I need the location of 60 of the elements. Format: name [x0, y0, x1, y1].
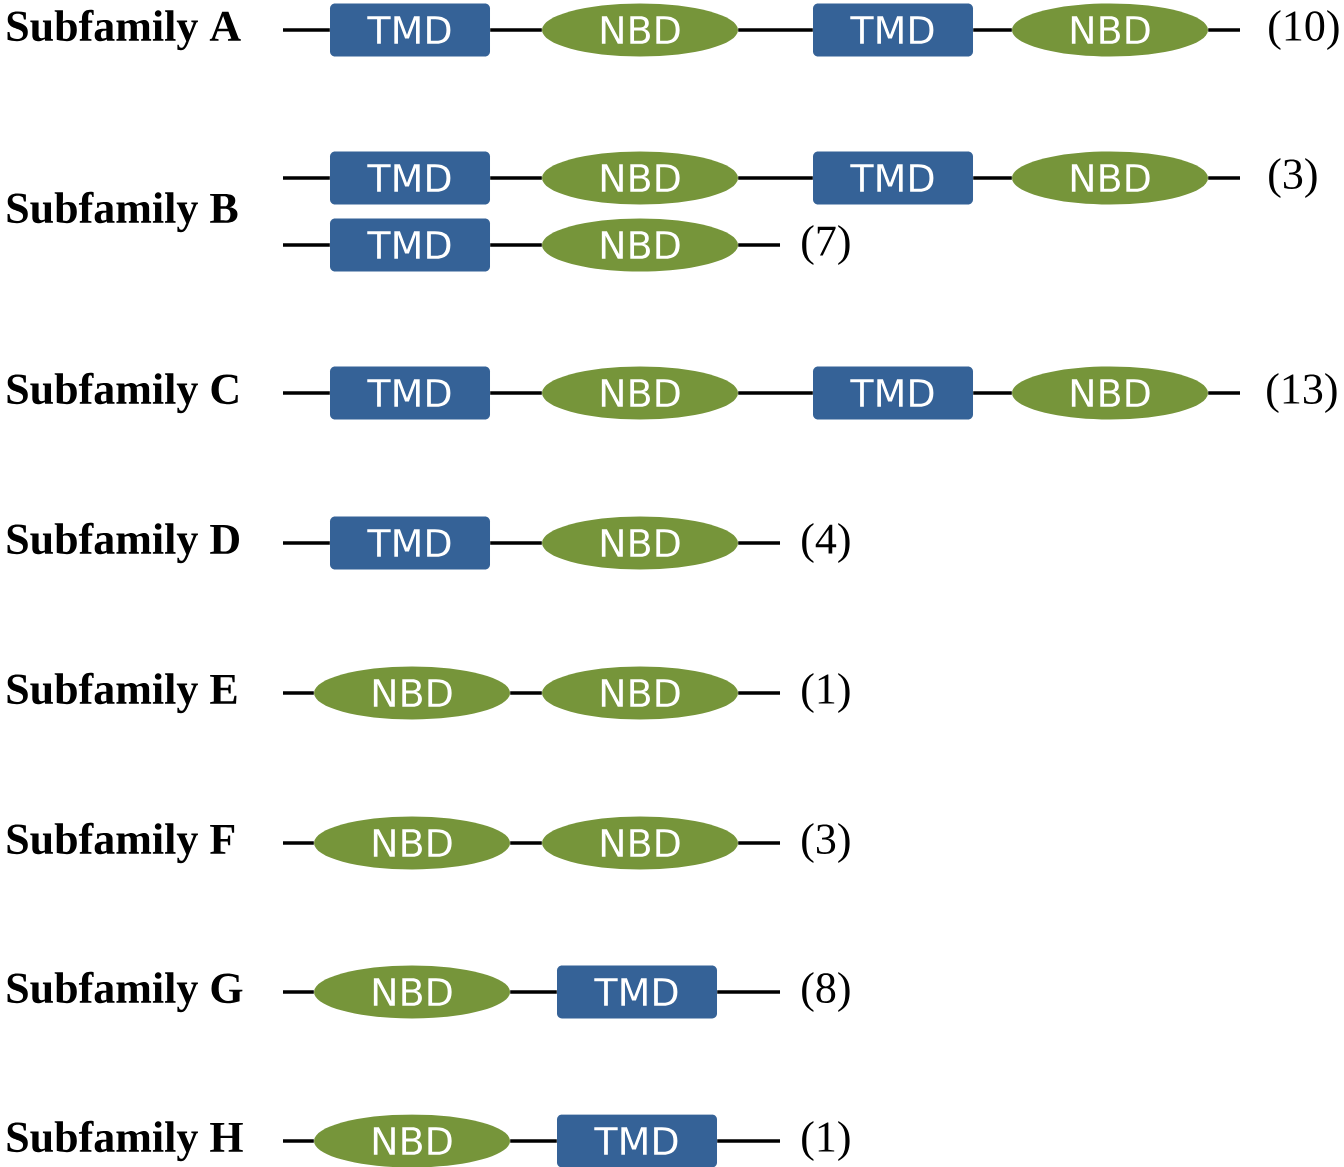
- count-label: (8): [802, 972, 850, 1012]
- connector-line: [510, 841, 542, 845]
- connector-line: [490, 391, 542, 395]
- count-label: (1): [802, 1121, 850, 1161]
- subfamily-label: Subfamily G: [7, 971, 243, 1013]
- connector-line: [283, 243, 330, 247]
- domain-box: TMD: [557, 965, 717, 1019]
- subfamily-label: Subfamily E: [7, 672, 237, 714]
- domain-box: TMD: [330, 151, 490, 205]
- count-label: (10): [1269, 10, 1339, 50]
- connector-line: [510, 691, 542, 695]
- connector-line: [490, 176, 542, 180]
- connector-line: [490, 243, 542, 247]
- count-label: (3): [1269, 158, 1317, 198]
- connector-line: [283, 1139, 314, 1143]
- connector-line: [717, 990, 780, 994]
- connector-line: [717, 1139, 780, 1143]
- connector-line: [283, 541, 330, 545]
- count-label: (4): [802, 523, 850, 563]
- domain-box: TMD: [330, 516, 490, 570]
- connector-line: [1208, 176, 1240, 180]
- subfamily-label: Subfamily B: [7, 191, 238, 233]
- connector-line: [973, 391, 1012, 395]
- domain-box: TMD: [330, 3, 490, 57]
- connector-line: [283, 990, 314, 994]
- connector-line: [490, 28, 542, 32]
- connector-line: [283, 841, 314, 845]
- connector-line: [738, 243, 780, 247]
- connector-line: [1208, 391, 1240, 395]
- connector-line: [510, 990, 557, 994]
- connector-line: [738, 176, 813, 180]
- connector-line: [510, 1139, 557, 1143]
- connector-line: [738, 841, 780, 845]
- subfamily-label: Subfamily F: [7, 822, 235, 864]
- domain-box: TMD: [557, 1114, 717, 1167]
- connector-line: [1208, 28, 1240, 32]
- count-label: (13): [1267, 373, 1337, 413]
- count-label: (7): [802, 225, 850, 265]
- domain-box: TMD: [813, 3, 973, 57]
- connector-line: [283, 391, 330, 395]
- subfamily-label: Subfamily A: [7, 9, 241, 51]
- connector-line: [973, 176, 1012, 180]
- connector-line: [738, 541, 780, 545]
- domain-box: TMD: [813, 151, 973, 205]
- count-label: (3): [802, 823, 850, 863]
- connector-line: [738, 391, 813, 395]
- subfamily-label: Subfamily H: [7, 1120, 243, 1162]
- connector-line: [738, 28, 813, 32]
- domain-box: TMD: [330, 218, 490, 272]
- count-label: (1): [802, 673, 850, 713]
- domain-box: TMD: [813, 366, 973, 420]
- connector-line: [283, 176, 330, 180]
- subfamily-label: Subfamily D: [7, 522, 239, 564]
- connector-line: [490, 541, 542, 545]
- subfamily-label: Subfamily C: [7, 372, 238, 414]
- connector-line: [283, 691, 314, 695]
- connector-line: [738, 691, 780, 695]
- connector-line: [283, 28, 330, 32]
- connector-line: [973, 28, 1012, 32]
- domain-box: TMD: [330, 366, 490, 420]
